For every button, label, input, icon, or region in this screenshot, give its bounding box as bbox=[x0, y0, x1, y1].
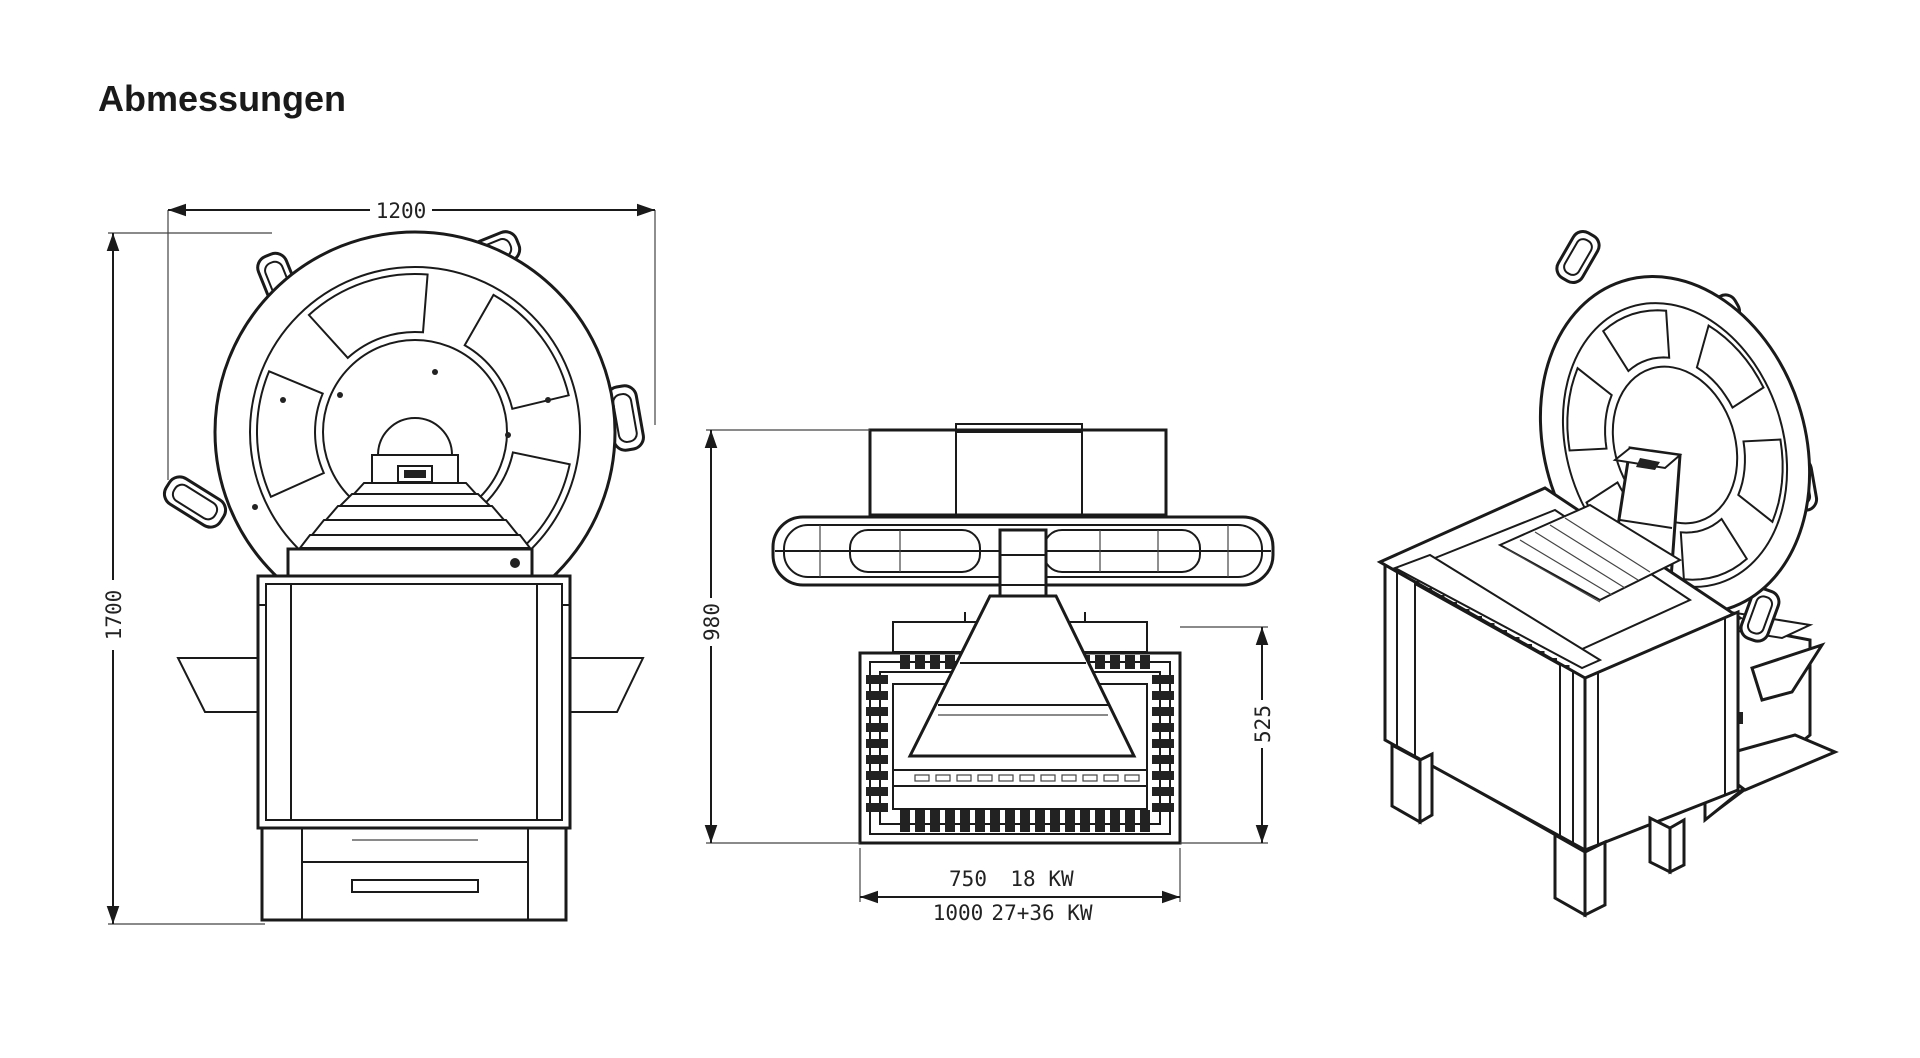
left-tray bbox=[176, 657, 263, 713]
top-box bbox=[868, 428, 1168, 517]
dim-width-1000: 1000 bbox=[933, 901, 984, 925]
front-view: 1200 1700 bbox=[100, 196, 656, 925]
dim-width-750: 750 bbox=[949, 867, 987, 891]
iso-box bbox=[1383, 562, 1740, 853]
iso-top bbox=[1376, 486, 1744, 682]
stepped-top bbox=[297, 417, 533, 549]
front-base bbox=[260, 826, 568, 922]
dim-height-525: 525 bbox=[1251, 705, 1275, 743]
dim-width-1200: 1200 bbox=[376, 199, 427, 223]
side-view: 980 525 750 18 KW 1000 27+36 KW bbox=[698, 423, 1275, 925]
dim-power-18kw: 18 KW bbox=[1010, 867, 1074, 891]
right-tray bbox=[565, 657, 645, 713]
dim-power-27-36kw: 27+36 KW bbox=[991, 901, 1093, 925]
side-pyramid bbox=[907, 594, 1137, 758]
iso-legs bbox=[1390, 742, 1686, 918]
dim-height-980: 980 bbox=[700, 603, 724, 641]
dim-height-1700: 1700 bbox=[102, 590, 126, 641]
isometric-view bbox=[1376, 230, 1839, 918]
page-title: Abmessungen bbox=[98, 78, 347, 119]
front-cabinet bbox=[256, 547, 572, 830]
